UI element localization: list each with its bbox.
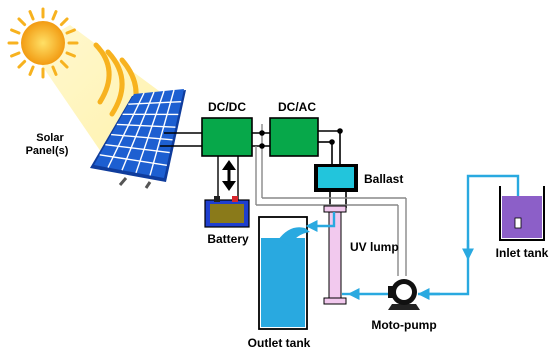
panel-grid-line — [135, 90, 165, 174]
water-pipes — [305, 174, 520, 300]
sun-ray — [51, 10, 58, 21]
sun-ray — [17, 17, 27, 27]
sun-ray — [17, 59, 27, 69]
solar-panel-icon — [90, 89, 186, 189]
panel-grid-line — [121, 91, 155, 171]
panel-grid-line — [105, 144, 170, 154]
sun-ray — [28, 10, 35, 21]
panel-grid-line — [107, 92, 145, 168]
junction-dots — [259, 128, 343, 149]
sun-ray — [10, 51, 21, 58]
moto-pump-label: Moto-pump — [371, 318, 436, 332]
dcdc-label: DC/DC — [208, 100, 246, 114]
outlet-tank-label: Outlet tank — [248, 336, 311, 350]
sun-ray — [65, 51, 76, 58]
panel-grid-line — [111, 133, 173, 141]
pump-icon — [388, 279, 420, 310]
dcac-label: DC/AC — [278, 100, 316, 114]
sun-ray — [10, 28, 21, 35]
outlet-tank — [258, 216, 310, 330]
solar-panel-label-line2: Panel(s) — [26, 145, 69, 157]
panel-grid-line — [149, 89, 175, 176]
dcac-converter — [269, 117, 319, 157]
sun-ray — [28, 65, 35, 76]
sun-ray — [51, 65, 58, 76]
inlet-tank — [499, 186, 545, 241]
ballast-label: Ballast — [364, 172, 403, 186]
double-arrow-icon — [217, 156, 239, 200]
panel-grid-line — [128, 101, 182, 105]
battery-label: Battery — [207, 232, 249, 246]
sun-ray — [59, 59, 69, 69]
solar-panel-label-line1: Solar — [36, 132, 64, 144]
sun-ray — [59, 17, 69, 27]
sun-icon — [7, 7, 79, 79]
sun-ray — [65, 28, 76, 35]
battery-icon — [204, 196, 250, 228]
uv-lump-label: UV lump — [350, 240, 399, 254]
dcdc-converter — [201, 117, 253, 157]
uv-lamp — [323, 205, 347, 305]
panel-grid-line — [99, 154, 167, 166]
inlet-tank-label: Inlet tank — [496, 246, 549, 260]
panel-grid-line — [116, 123, 176, 128]
